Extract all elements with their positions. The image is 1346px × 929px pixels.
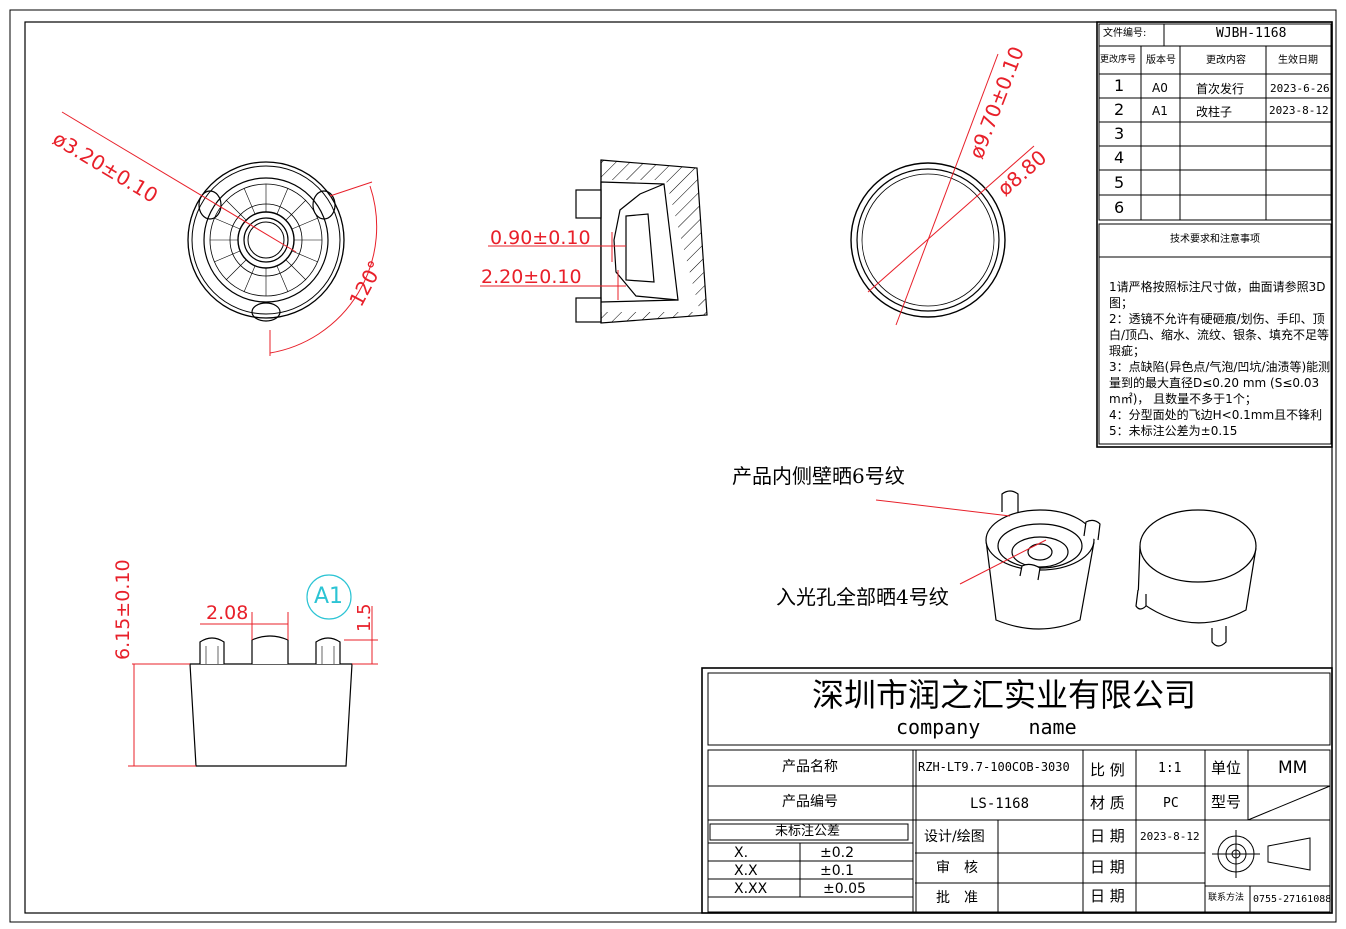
file-no: WJBH-1168: [1216, 26, 1287, 41]
design-label: 设计/绘图: [924, 829, 985, 845]
model-label: 型号: [1211, 793, 1242, 811]
tech-note-5: 5：未标注公差为±0.15: [1109, 424, 1238, 438]
callout-inner-wall: 产品内侧壁晒6号纹: [732, 464, 905, 488]
date-label-1: 日 期: [1090, 827, 1125, 845]
scale-label: 比 例: [1090, 761, 1125, 779]
unit-label: 单位: [1211, 759, 1242, 777]
rev-row-1-content: 首次发行: [1196, 82, 1245, 96]
tolerance-k-3: X.XX: [734, 881, 768, 897]
tolerance-k-2: X.X: [734, 863, 758, 879]
top-view: [187, 161, 345, 322]
tech-note-4: 4：分型面处的飞边H<0.1mm且不锋利: [1109, 408, 1323, 422]
rev-header-content: 更改内容: [1206, 55, 1246, 66]
dim-pin-pitch: 2.08: [206, 602, 249, 624]
tech-notes-title: 技术要求和注意事项: [1170, 234, 1260, 245]
tech-notes: 1请严格按照标注尺寸做，曲面请参照3D图； 2：透镜不允许有硬砸痕/划伤、手印、…: [1109, 279, 1331, 439]
rev-header-no: 更改序号: [1100, 55, 1137, 65]
tolerance-k-1: X.: [734, 845, 749, 861]
date-value-1: 2023-8-12: [1140, 830, 1200, 843]
product-no: LS-1168: [970, 796, 1030, 812]
file-no-label: 文件编号:: [1103, 28, 1147, 39]
rev-row-1-date: 2023-6-26: [1270, 82, 1330, 95]
dim-height: 6.15±0.10: [112, 559, 134, 660]
company-name-cn: 深圳市润之汇实业有限公司: [812, 676, 1197, 714]
bottom-view: [850, 162, 1006, 318]
dim-pin-height: 1.5: [354, 603, 375, 632]
rev-row-3-no: 3: [1114, 124, 1125, 143]
rev-row-2-no: 2: [1114, 100, 1125, 119]
callout-light-hole: 入光孔全部晒4号纹: [776, 585, 949, 609]
rev-row-2-ver: A1: [1152, 104, 1168, 118]
tolerance-v-3: ±0.05: [823, 881, 866, 897]
tolerance-v-1: ±0.2: [820, 845, 854, 861]
title-block-lines: [701, 667, 1333, 914]
material-label: 材 质: [1090, 794, 1125, 812]
section-view: [575, 159, 708, 324]
dim-depth-2: 2.20±0.10: [481, 266, 582, 288]
rev-row-2-content: 改柱子: [1196, 105, 1233, 119]
company-name-en: company name: [896, 715, 1077, 739]
material-value: PC: [1163, 796, 1179, 811]
tolerance-v-2: ±0.1: [820, 863, 854, 879]
product-name-label: 产品名称: [782, 759, 838, 775]
product-no-label: 产品编号: [782, 794, 838, 810]
date-label-3: 日 期: [1090, 887, 1125, 905]
iso-view-front: [985, 490, 1101, 630]
tech-note-2: 2：透镜不允许有硬砸痕/划伤、手印、顶白/顶凸、缩水、流纹、银条、填充不足等瑕疵…: [1109, 312, 1330, 358]
iso-view-back: [1135, 509, 1257, 647]
tech-note-3: 3：点缺陷(异色点/气泡/凹坑/油渍等)能测量到的最大直径D≤0.20 mm (…: [1109, 360, 1331, 406]
tech-note-1: 1请严格按照标注尺寸做，曲面请参照3D图；: [1109, 280, 1326, 310]
rev-header-date: 生效日期: [1278, 55, 1318, 66]
approve-label: 批 准: [936, 890, 978, 906]
rev-header-ver: 版本号: [1146, 55, 1176, 66]
rev-row-4-no: 4: [1114, 148, 1125, 167]
rev-row-1-no: 1: [1114, 76, 1125, 95]
rev-row-5-no: 5: [1114, 173, 1125, 192]
scale-value: 1:1: [1158, 761, 1182, 776]
revision-table-lines: [1096, 21, 1333, 448]
revision-mark: A1: [314, 584, 344, 609]
rev-row-2-date: 2023-8-12: [1269, 104, 1329, 117]
rev-row-1-ver: A0: [1152, 81, 1168, 95]
tolerance-title: 未标注公差: [775, 824, 841, 839]
rev-row-6-no: 6: [1114, 198, 1125, 217]
dim-depth-1: 0.90±0.10: [490, 227, 591, 249]
review-label: 审 核: [936, 860, 978, 876]
contact-value: 0755-27161088: [1253, 894, 1332, 905]
product-name: RZH-LT9.7-100COB-3030: [918, 760, 1070, 774]
front-view: [189, 635, 353, 767]
unit-value: MM: [1278, 758, 1308, 778]
date-label-2: 日 期: [1090, 858, 1125, 876]
contact-label: 联系方法: [1208, 893, 1245, 903]
